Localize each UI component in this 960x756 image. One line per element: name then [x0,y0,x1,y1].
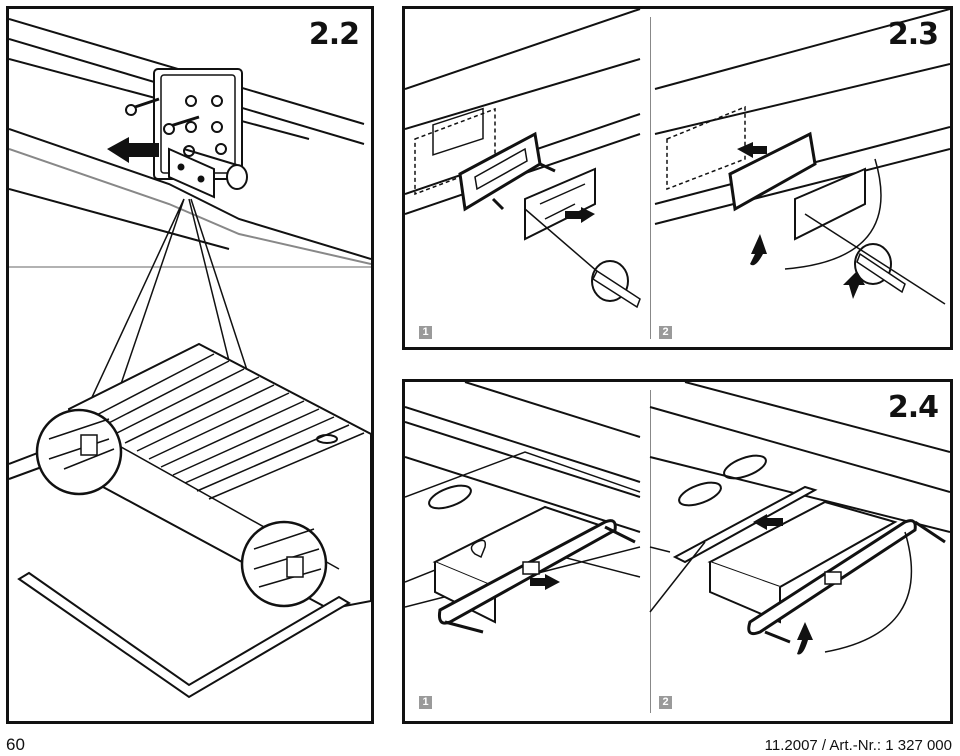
panel-2-4: 2.4 1 2 [402,379,953,724]
step-badge-2: 2 [659,696,672,709]
rotate-arrow-icon [843,271,865,299]
panel-title: 2.4 [887,390,939,425]
screwdriver-icon [592,269,641,309]
panel-2-2: 2.2 [6,6,374,724]
latch-illustration [405,9,950,309]
lock-plate-illustration [405,382,950,655]
step-badge-1: 1 [419,326,432,339]
arrow-icon [107,137,159,163]
rotate-arrow-icon [750,234,767,266]
page-number: 60 [6,735,25,754]
panel-divider [650,390,651,713]
arrow-icon [737,142,767,158]
step-badge-2: 2 [659,326,672,339]
panel-2-3: 2.3 1 2 [402,6,953,350]
panel-title: 2.2 [308,17,360,52]
arrow-icon [753,514,783,530]
arrow-icon [530,574,560,590]
step-badge-1: 1 [419,696,432,709]
hinge-illustration [9,18,371,699]
footer-article-number: 11.2007 / Art.-Nr.: 1 327 000 [764,737,952,754]
arrow-icon [565,207,595,223]
panel-divider [650,17,651,339]
rotate-arrow-icon [797,622,813,655]
